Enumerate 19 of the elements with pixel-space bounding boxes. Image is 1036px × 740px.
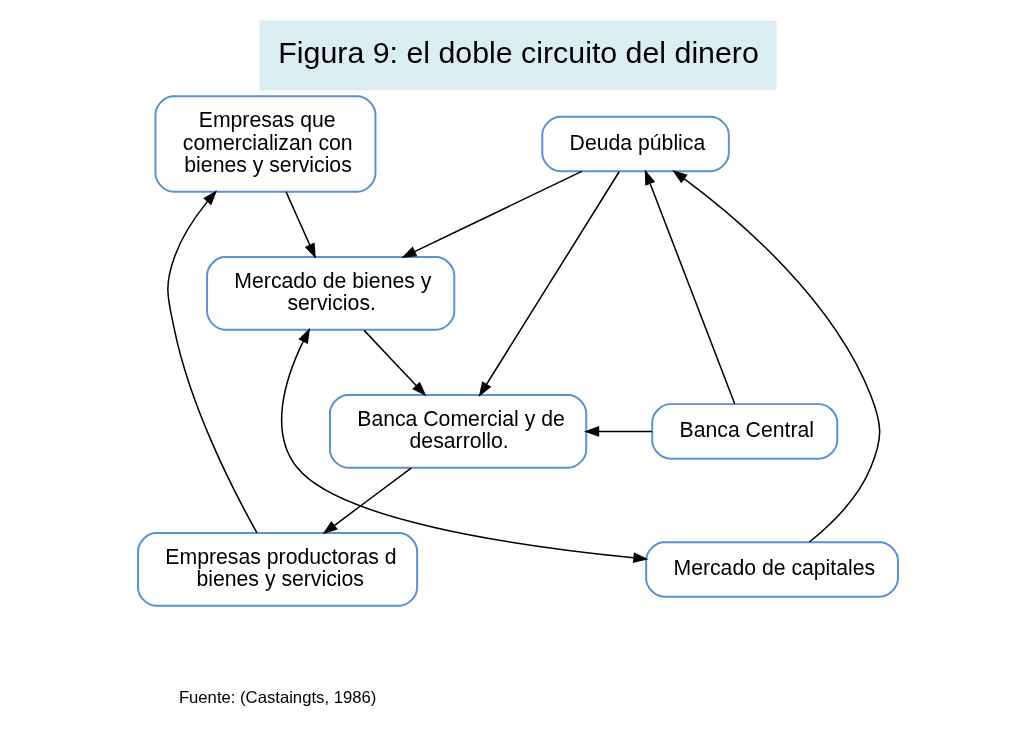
node-box: Mercado de bienes y servicios. xyxy=(206,256,456,331)
diagram-title: Figura 9: el doble circuito del dinero xyxy=(278,35,759,69)
node-box: Empresas que comercializan con bienes y servicios xyxy=(154,95,377,193)
arrow xyxy=(363,329,427,397)
node-box: Banca Comercial y de desarrollo. xyxy=(328,394,588,469)
node-box: Banca Central xyxy=(651,403,839,460)
arrow xyxy=(478,171,620,397)
arrow xyxy=(280,328,649,563)
arrow xyxy=(584,426,653,437)
arrow xyxy=(285,191,316,259)
arrow xyxy=(644,169,736,405)
arrow xyxy=(672,170,881,543)
node-box: Empresas productoras d bienes y servicios xyxy=(137,532,419,607)
arrow xyxy=(401,170,583,258)
label: Fuente: (Castaingts, 1986) xyxy=(178,687,377,707)
arrow xyxy=(322,467,412,535)
arrow xyxy=(167,190,258,534)
node-box: Deuda pública xyxy=(541,115,730,173)
node-box: Mercado de capitales xyxy=(645,541,899,598)
